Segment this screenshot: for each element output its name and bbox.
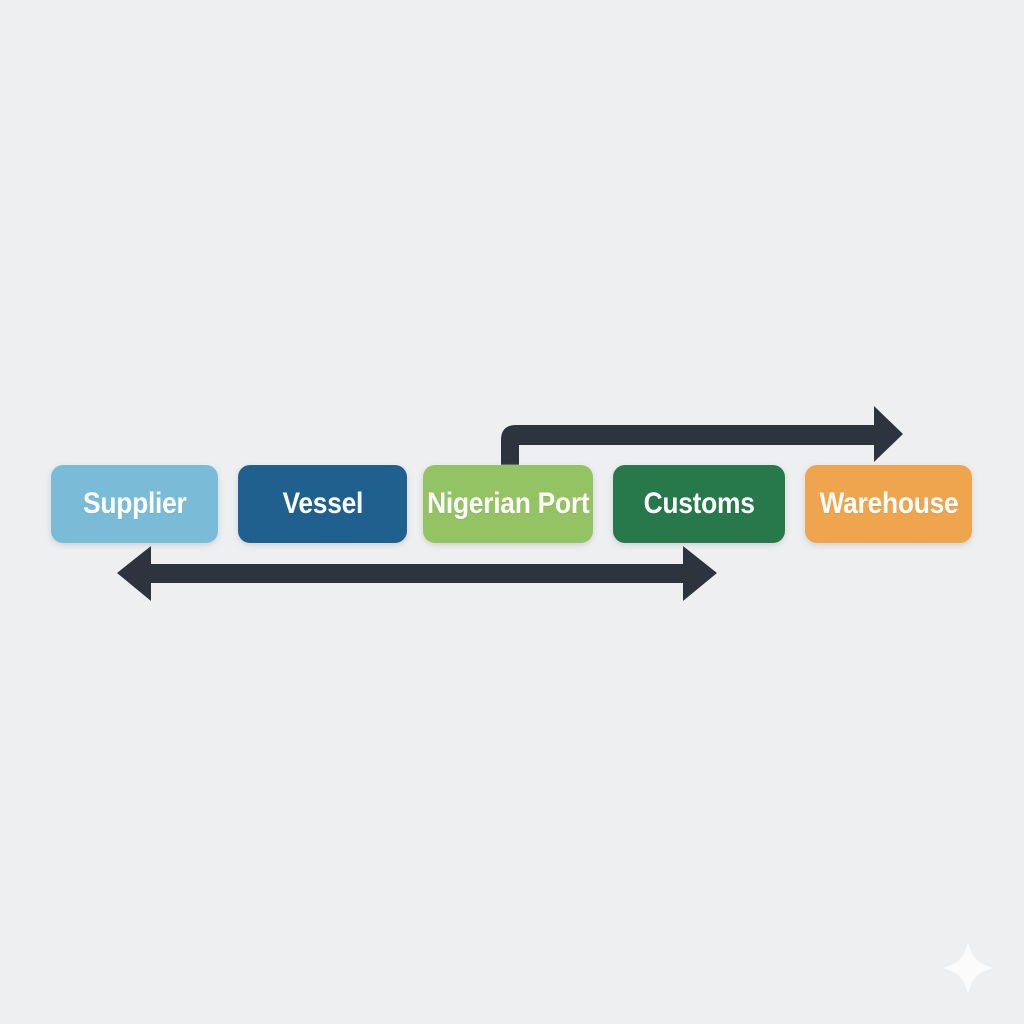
node-nigerian-port-label: Nigerian Port — [426, 487, 590, 520]
arrow-supplier-customs-bidirectional — [117, 546, 717, 601]
node-vessel-label: Vessel — [282, 487, 363, 520]
node-customs: Customs — [613, 465, 785, 543]
arrow-shaft — [147, 564, 687, 583]
arrow-port-to-warehouse — [501, 406, 903, 468]
arrowhead-right-icon — [683, 546, 717, 601]
arrowhead-right-icon — [874, 406, 903, 462]
node-vessel: Vessel — [238, 465, 407, 543]
node-supplier: Supplier — [51, 465, 218, 543]
node-customs-label: Customs — [643, 487, 755, 520]
node-warehouse: Warehouse — [805, 465, 972, 543]
arrowhead-left-icon — [117, 546, 151, 601]
node-supplier-label: Supplier — [82, 487, 187, 520]
arrow-elbow-shaft — [501, 425, 876, 468]
sparkle-icon — [942, 942, 994, 994]
node-warehouse-label: Warehouse — [819, 487, 958, 520]
node-nigerian-port: Nigerian Port — [423, 465, 593, 543]
